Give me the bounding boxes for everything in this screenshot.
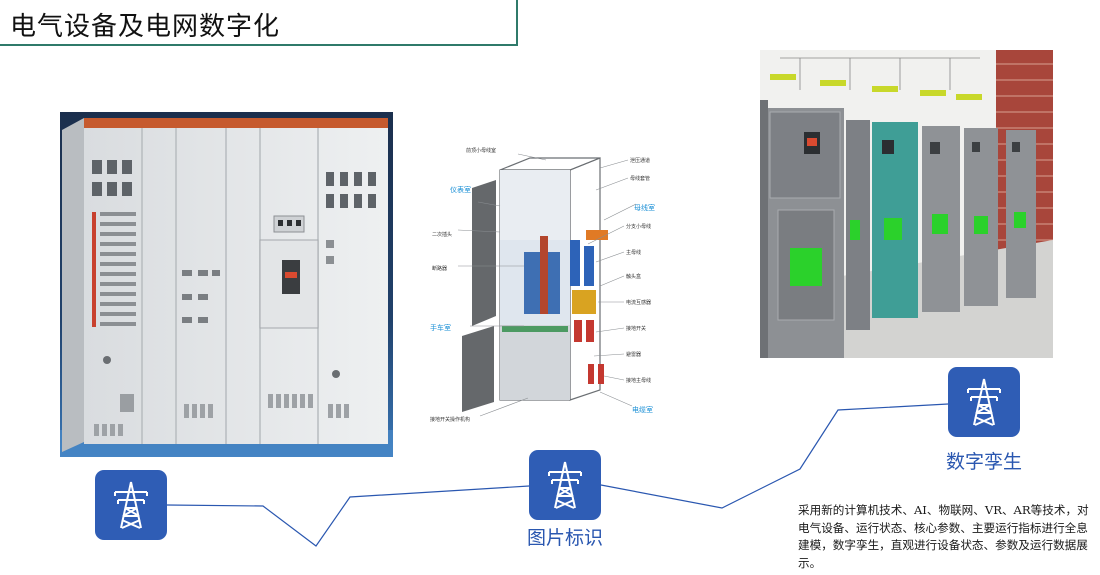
feature-tile-1[interactable]	[95, 470, 167, 540]
label-main-busbar: 主母线	[626, 249, 641, 256]
label-earthing-bus: 接地主母线	[626, 377, 651, 384]
label-top-small-busbar: 前顶小母线室	[466, 147, 496, 154]
label-instrument-room: 仪表室	[450, 185, 471, 194]
label-pressure-release: 泄压通道	[630, 157, 650, 164]
title-box: 电气设备及电网数字化	[0, 0, 518, 46]
feature-tile-image-recognition[interactable]	[529, 450, 601, 520]
feature-tile-digital-twin[interactable]	[948, 367, 1020, 437]
label-breaker: 断路器	[432, 265, 447, 272]
digital-twin-description: 采用新的计算机技术、AI、物联网、VR、AR等技术，对电气设备、运行状态、核心参…	[798, 503, 1089, 570]
label-earthing-switch: 接地开关	[626, 325, 646, 332]
label-handcart-room: 手车室	[430, 323, 451, 332]
caption-image-recognition: 图片标识	[527, 527, 604, 549]
label-busbar-room: 母线室	[634, 203, 655, 212]
switchgear-photo	[60, 112, 393, 457]
transmission-tower-icon	[962, 377, 1006, 427]
digital-twin-render	[760, 50, 1053, 358]
label-cable-room: 电缆室	[632, 405, 653, 414]
label-secondary-plug: 二次插头	[432, 231, 452, 238]
label-contact-box: 触头盒	[626, 273, 641, 280]
transmission-tower-icon	[543, 460, 587, 510]
page-title: 电气设备及电网数字化	[10, 12, 281, 42]
caption-digital-twin: 数字孪生	[946, 451, 1023, 473]
cutaway-diagram: 前顶小母线室 二次插头 断路器 接地开关操作机构 泄压通道 母线套管 分支小母线…	[428, 140, 676, 430]
label-current-transformer: 电流互感器	[626, 299, 651, 306]
label-arrester: 避雷器	[626, 351, 641, 358]
label-branch-busbar: 分支小母线	[626, 223, 651, 230]
transmission-tower-icon	[109, 480, 153, 530]
label-earthing-mechanism: 接地开关操作机构	[430, 416, 470, 423]
label-busbar-sleeve: 母线套管	[630, 175, 650, 182]
